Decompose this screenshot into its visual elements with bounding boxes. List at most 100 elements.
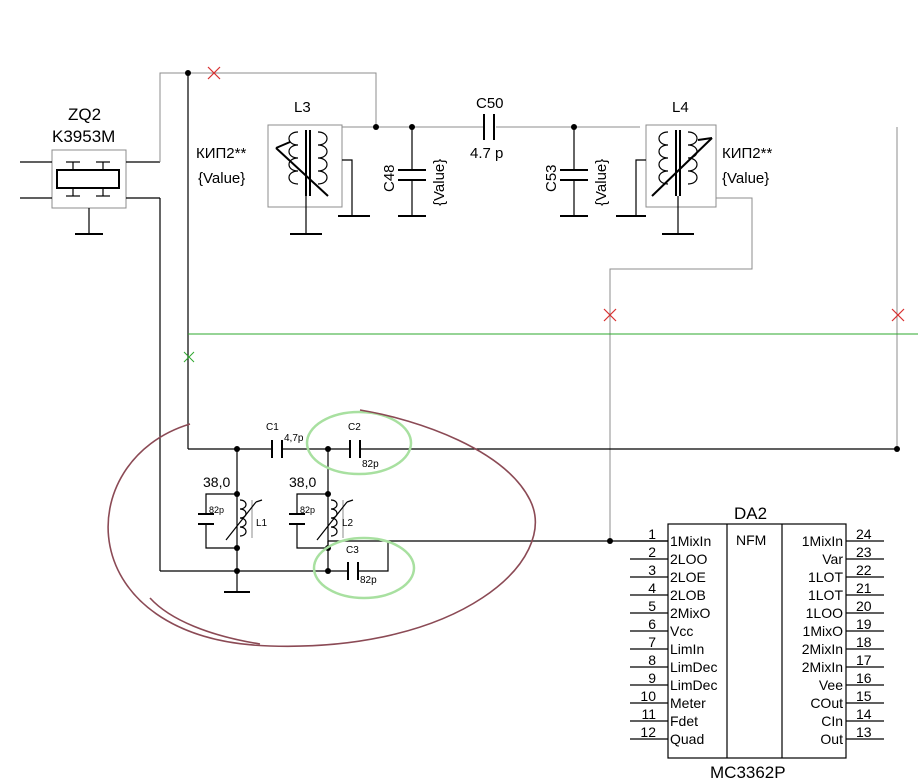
capacitor-c53[interactable]: C53 {Value}: [543, 159, 610, 217]
c3-value: 82p: [360, 575, 377, 586]
ic-ref: DA2: [734, 504, 767, 523]
pin-name: Vcc: [670, 623, 693, 639]
pin-name: LimDec: [670, 659, 717, 675]
pin-name: 2MixO: [670, 605, 711, 621]
crystal-zq2[interactable]: ZQ2 K3953M: [20, 105, 160, 235]
l4-part: КИП2**: [722, 145, 772, 162]
pin-name: Out: [820, 731, 843, 747]
pin-number: 6: [648, 616, 656, 632]
pin-number: 12: [640, 724, 656, 740]
ic-pin-left[interactable]: 5 2MixO: [630, 598, 711, 621]
highlight-c2: [305, 410, 413, 476]
ic-body: [667, 523, 847, 759]
pin-number: 9: [648, 670, 656, 686]
capacitor-c1[interactable]: C1 4,7p: [266, 422, 304, 458]
pin-name: 1MixIn: [802, 533, 843, 549]
crystal-body: [51, 149, 127, 209]
ic-part: MC3362P: [710, 763, 786, 782]
pin-number: 10: [640, 688, 656, 704]
ic-pin-left[interactable]: 3 2LOE: [630, 562, 706, 585]
pin-number: 24: [856, 526, 872, 542]
c53-ref: C53: [543, 164, 560, 192]
pin-number: 4: [648, 580, 656, 596]
ic-pin-right[interactable]: 15 COut: [810, 688, 884, 711]
l4-ref: L4: [672, 99, 689, 116]
capacitor-c48[interactable]: C48 {Value}: [381, 159, 448, 217]
pin-name: 1LOO: [806, 605, 843, 621]
ic-pin-right[interactable]: 16 Vee: [819, 670, 884, 693]
pin-name: 1LOT: [808, 587, 843, 603]
l3-value: {Value}: [198, 170, 245, 187]
pin-number: 22: [856, 562, 872, 578]
ic-pin-right[interactable]: 21 1LOT: [808, 580, 884, 603]
l4-value: {Value}: [722, 170, 769, 187]
annotation-ellipse: [107, 409, 536, 647]
tank-l1[interactable]: 38,0 82p L1: [198, 449, 268, 593]
inductor-l3[interactable]: L3 КИП2** {Value}: [196, 99, 370, 235]
pin-number: 18: [856, 634, 872, 650]
c53-value: {Value}: [593, 159, 610, 206]
c50-value: 4.7 p: [470, 145, 503, 162]
pin-number: 15: [856, 688, 872, 704]
c50-ref: C50: [476, 95, 504, 112]
filter-section[interactable]: C1 4,7p C2 82p 38,0 82p: [198, 422, 389, 593]
pin-name: Vee: [819, 677, 843, 693]
capacitor-c2[interactable]: C2 82p: [348, 422, 379, 470]
pin-name: 2LOO: [670, 551, 707, 567]
ic-pin-right[interactable]: 14 CIn: [821, 706, 884, 729]
l1-turns: 38,0: [203, 474, 230, 490]
pin-number: 1: [648, 526, 656, 542]
c2-ref: C2: [348, 422, 361, 433]
pin-name: COut: [810, 695, 843, 711]
pin-number: 17: [856, 652, 872, 668]
pin-name: LimDec: [670, 677, 717, 693]
capacitor-c3[interactable]: C3 82p: [327, 540, 389, 586]
pin-number: 3: [648, 562, 656, 578]
pin-number: 2: [648, 544, 656, 560]
pin-number: 5: [648, 598, 656, 614]
ic-pin-right[interactable]: 17 2MixIn: [802, 652, 884, 675]
pin-name: LimIn: [670, 641, 704, 657]
capacitor-c50[interactable]: C50 4.7 p: [470, 95, 504, 162]
crystal-ref: ZQ2: [68, 105, 101, 124]
tank-l2[interactable]: 38,0 82p L2: [289, 449, 354, 574]
ic-pin-right[interactable]: 24 1MixIn: [802, 526, 884, 549]
l1-cap: 82p: [209, 505, 224, 515]
ic-pin-left[interactable]: 9 LimDec: [630, 670, 717, 693]
ic-pin-left[interactable]: 2 2LOO: [630, 544, 707, 567]
pin-name: 2LOE: [670, 569, 706, 585]
c48-value: {Value}: [431, 159, 448, 206]
cut-marks: [183, 66, 905, 363]
l2-cap: 82p: [300, 505, 315, 515]
pin-name: Fdet: [670, 713, 698, 729]
ic-pin-left[interactable]: 6 Vcc: [630, 616, 693, 639]
pin-number: 21: [856, 580, 872, 596]
c1-ref: C1: [266, 422, 279, 433]
ic-mode: NFM: [736, 532, 766, 548]
pin-name: Var: [822, 551, 843, 567]
c1-value: 4,7p: [284, 433, 304, 444]
pin-number: 16: [856, 670, 872, 686]
pin-name: 2MixIn: [802, 659, 843, 675]
pin-name: CIn: [821, 713, 843, 729]
c2-value: 82p: [362, 459, 379, 470]
pin-number: 14: [856, 706, 872, 722]
pin-name: 1MixO: [803, 623, 844, 639]
inductor-l4[interactable]: L4 КИП2** {Value}: [616, 99, 772, 235]
